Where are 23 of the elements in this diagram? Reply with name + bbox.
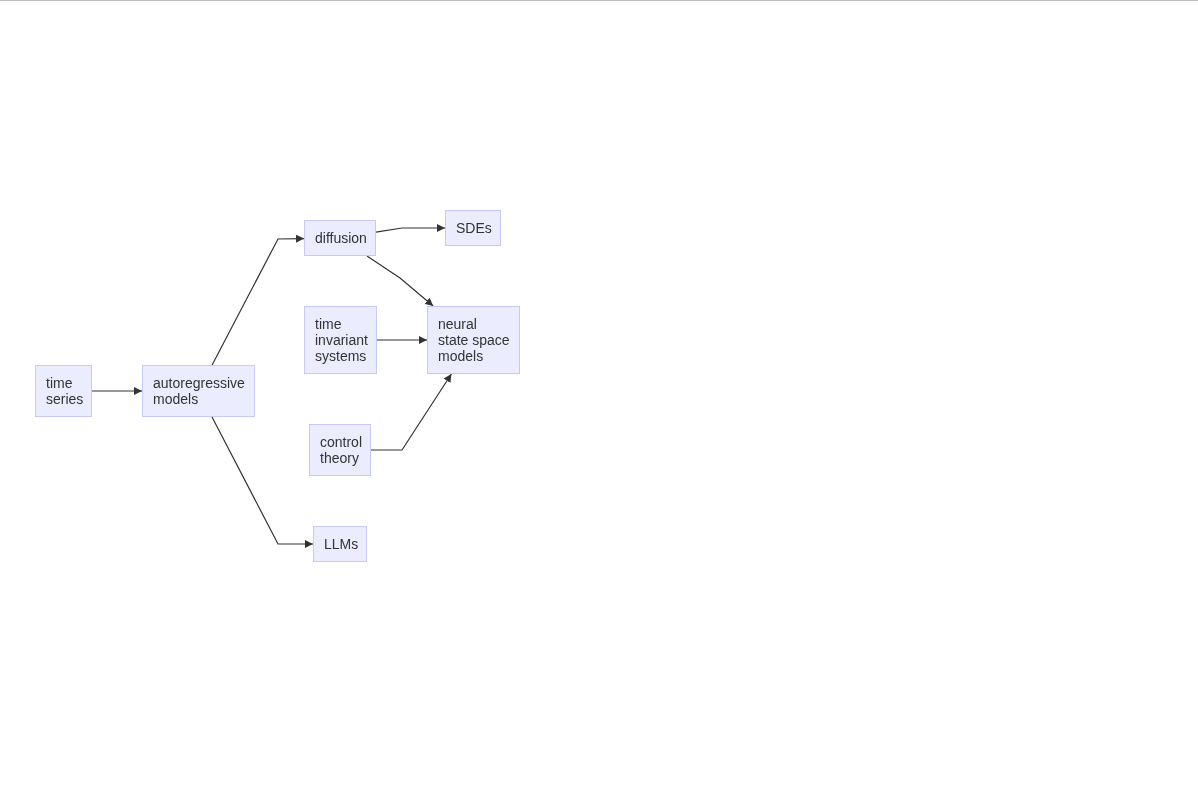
node-label: LLMs	[324, 536, 359, 552]
node-label: autoregressive models	[153, 375, 245, 407]
node-label: control theory	[320, 434, 363, 466]
process-box	[142, 365, 255, 417]
process-box	[304, 306, 377, 374]
process-box	[313, 526, 367, 562]
arrow	[366, 255, 434, 307]
arrow	[376, 336, 428, 344]
arrow	[211, 416, 314, 548]
node-label: diffusion	[315, 230, 367, 246]
node-label: SDEs	[456, 220, 492, 236]
node-label: time series	[46, 375, 84, 407]
arrow	[370, 373, 452, 451]
node-label: time invariant systems	[315, 316, 368, 364]
process-box	[445, 210, 501, 246]
process-box	[427, 306, 520, 374]
process-box	[304, 220, 376, 256]
arrow	[375, 224, 446, 233]
arrow	[211, 234, 305, 366]
node-label: neural state space models	[438, 316, 510, 364]
arrow	[91, 387, 143, 395]
process-box	[309, 424, 371, 476]
process-box	[35, 365, 92, 417]
